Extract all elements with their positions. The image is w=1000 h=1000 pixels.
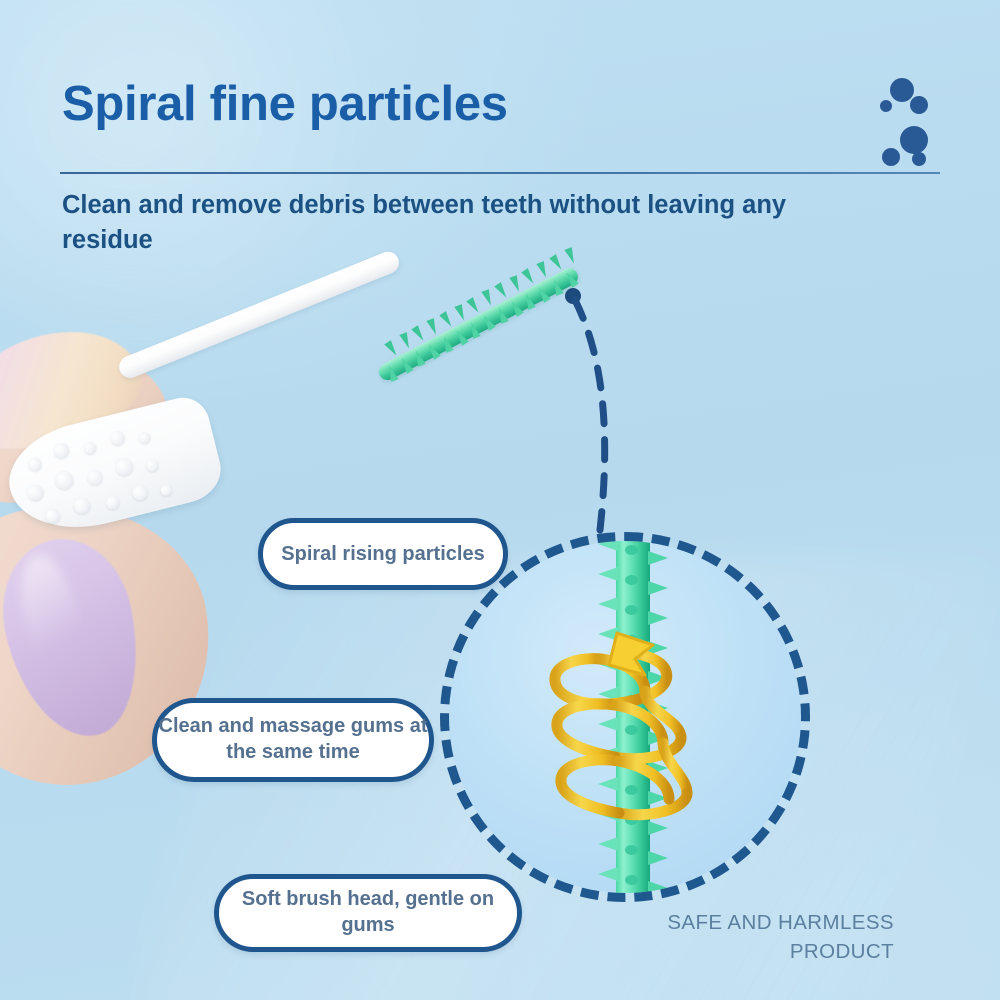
- brush-spike: [521, 268, 538, 286]
- callout-clean-and-massage[interactable]: Clean and massage gums at the same time: [152, 698, 434, 782]
- callout-spiral-rising-particles[interactable]: Spiral rising particles: [258, 518, 508, 590]
- brush-spike: [466, 296, 483, 315]
- decorative-dots: [880, 70, 950, 170]
- header-divider: [60, 172, 940, 174]
- page-title: Spiral fine particles: [62, 77, 508, 131]
- grip-dot-9: [113, 456, 135, 478]
- callout-label: Spiral rising particles: [281, 542, 485, 565]
- leader-marker-dot-icon: [565, 288, 581, 304]
- callout-label: Soft brush head, gentle on gums: [241, 888, 495, 936]
- grip-dot-6: [25, 482, 45, 503]
- brush-spike: [536, 260, 550, 279]
- decorative-dot-2: [880, 100, 892, 112]
- grip-dot-14: [130, 483, 150, 502]
- grip-dot-13: [104, 494, 121, 511]
- page-subtitle: Clean and remove debris between teeth wi…: [62, 191, 787, 254]
- brush-spike: [549, 253, 565, 272]
- decorative-dot-3: [910, 96, 928, 114]
- grip-dot-7: [53, 469, 76, 492]
- callout-label: Clean and massage gums at the same time: [158, 715, 428, 763]
- brush-spike: [411, 325, 428, 344]
- magnifier-dashed-ring: [440, 532, 810, 902]
- decorative-dot-6: [912, 152, 926, 166]
- magnifier-circle-icon: [440, 532, 810, 902]
- decorative-dot-4: [900, 126, 928, 154]
- brush-spike: [494, 282, 510, 301]
- grip-dot-3: [82, 440, 98, 456]
- grip-dot-5: [138, 431, 152, 445]
- grip-dot-12: [72, 495, 92, 516]
- brush-spike: [439, 311, 455, 329]
- brush-spike: [508, 275, 523, 294]
- brush-spike: [399, 332, 413, 351]
- safety-caption: SAFE AND HARMLESS PRODUCT: [667, 911, 894, 964]
- brush-spike: [454, 303, 468, 322]
- callout-soft-brush-head[interactable]: Soft brush head, gentle on gums: [214, 874, 522, 952]
- grip-dot-10: [144, 458, 160, 473]
- decorative-dot-5: [882, 148, 900, 166]
- grip-dot-8: [85, 468, 104, 487]
- brush-spike: [384, 339, 400, 358]
- brush-spike: [481, 289, 495, 308]
- brush-spike: [426, 318, 440, 336]
- grip-dot-1: [27, 456, 43, 473]
- grip-dot-4: [109, 429, 126, 447]
- interdental-brush-icon: [370, 246, 630, 415]
- grip-dot-15: [159, 483, 173, 497]
- grip-dot-2: [52, 441, 71, 460]
- grip-dot-11: [43, 507, 61, 525]
- decorative-dot-1: [890, 78, 914, 102]
